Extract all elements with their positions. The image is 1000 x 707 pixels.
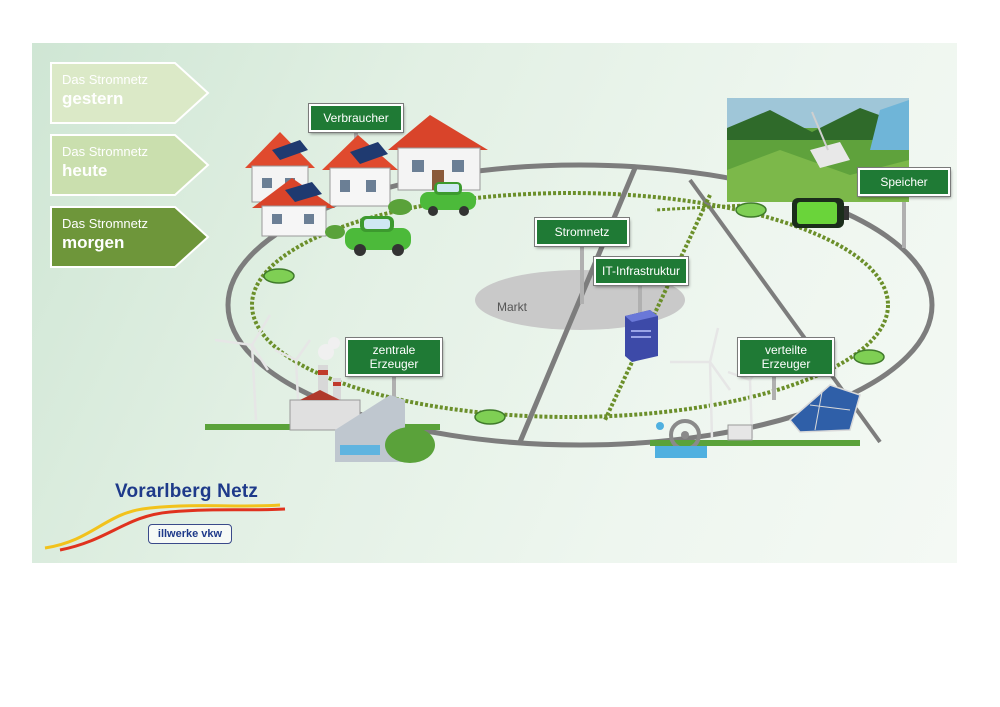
grid-node — [735, 202, 767, 218]
hydro-landscape-illustration — [727, 98, 909, 202]
sign-verteilte-erzeuger: verteilte Erzeuger — [738, 338, 834, 376]
sign-label: IT-Infrastruktur — [601, 264, 681, 278]
it-link-2 — [654, 203, 746, 212]
timeline-period: gestern — [62, 89, 124, 108]
grid-node — [474, 409, 506, 425]
sign-label-line1: zentrale — [372, 343, 416, 357]
timeline-arrow-morgen: Das Stromnetz morgen — [50, 206, 210, 268]
sign-post — [772, 370, 776, 400]
sign-stromnetz: Stromnetz — [535, 218, 629, 246]
it-network-ring — [250, 191, 890, 419]
timeline-period: heute — [62, 161, 108, 180]
sign-it-infrastruktur: IT-Infrastruktur — [594, 257, 688, 285]
central-generators-illustration — [205, 314, 440, 463]
battery-illustration — [792, 198, 849, 228]
power-grid-ring — [225, 162, 935, 448]
timeline-period: morgen — [62, 233, 125, 252]
houses-illustration — [245, 115, 488, 256]
grid-node — [263, 268, 295, 284]
sign-zentrale-erzeuger: zentrale Erzeuger — [346, 338, 442, 376]
market-label: Markt — [497, 300, 527, 314]
sign-post — [392, 370, 396, 400]
distributed-generators-illustration — [650, 327, 861, 458]
logo-subtitle: illwerke vkw — [148, 524, 232, 544]
server-illustration — [625, 310, 658, 362]
sign-post — [638, 283, 642, 318]
timeline-label: Das Stromnetz — [62, 144, 148, 159]
sign-post — [580, 244, 584, 304]
timeline-label: Das Stromnetz — [62, 216, 148, 231]
grid-line-diagonal — [517, 167, 638, 443]
timeline-arrow-heute: Das Stromnetz heute — [50, 134, 210, 196]
sign-label-line2: Erzeuger — [369, 357, 419, 371]
timeline-arrow-gestern: Das Stromnetz gestern — [50, 62, 210, 124]
grid-node — [853, 349, 885, 365]
sign-label: Speicher — [880, 175, 928, 189]
sign-label-line2: Erzeuger — [761, 357, 811, 371]
sign-label: Verbraucher — [323, 111, 389, 125]
it-link — [603, 194, 712, 421]
sign-label-line1: verteilte — [764, 343, 808, 357]
sign-post — [902, 196, 906, 248]
sign-speicher: Speicher — [858, 168, 950, 196]
sign-label: Stromnetz — [554, 225, 610, 239]
logo-swoosh — [44, 503, 286, 552]
logo-title: Vorarlberg Netz — [115, 481, 259, 502]
timeline-label: Das Stromnetz — [62, 72, 148, 87]
sign-verbraucher: Verbraucher — [309, 104, 403, 132]
